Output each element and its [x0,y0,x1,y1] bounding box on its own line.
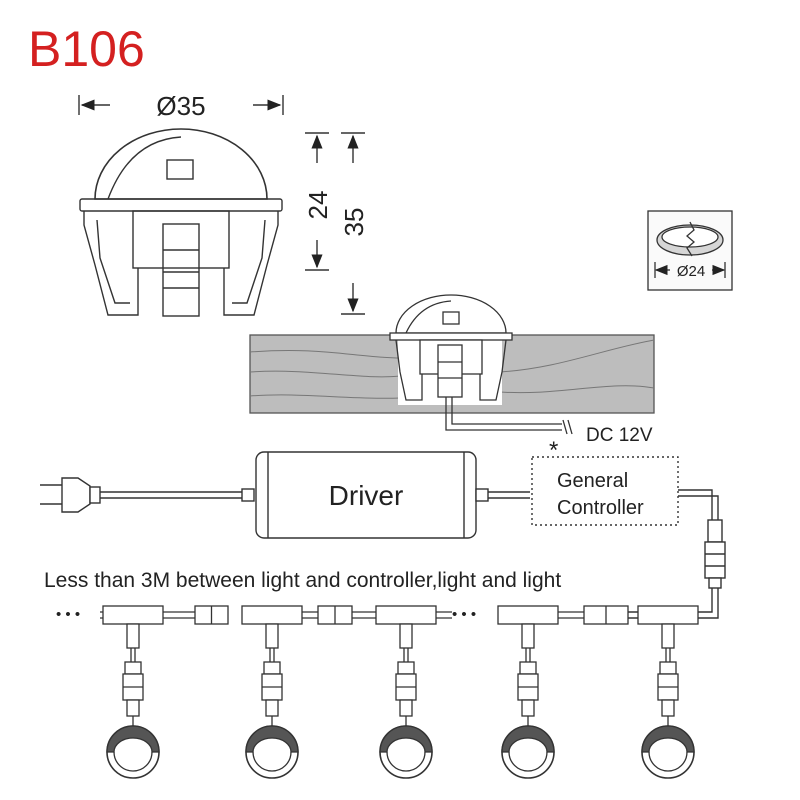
drop-connector-bottom [661,699,675,717]
left-spring-clip-inner [96,219,130,304]
tee-junction [497,605,559,625]
tee-stem [521,623,535,649]
installation-view [249,294,655,435]
driver-label: Driver [329,480,404,511]
tee-junction [102,605,164,625]
lamp-cable [445,397,562,431]
lamp-body [132,210,230,269]
controller-label-line-1: General [557,470,628,492]
driver-input-stub [241,488,255,502]
lamp-head-hood [379,725,433,753]
controller-box [531,456,679,526]
dim-35-label: 35 [339,208,369,237]
left-spring-clip [83,211,139,316]
tee-stem [661,623,675,649]
vertical-connector-body [704,541,726,579]
tee-stem [126,623,140,649]
tee-stem [265,623,279,649]
wood-grain-2 [249,370,401,378]
power-chain [40,451,726,619]
lamp-dome [94,128,268,200]
light-chain [100,605,699,779]
controller-asterisk: * [549,437,558,464]
drop-connector-top [263,661,281,675]
tee-junction [241,605,303,625]
cable-cut-1 [562,419,568,435]
drop-connector-top [659,661,677,675]
right-spring-clip-inner [232,219,266,304]
small-lamp-clip-left [395,339,423,401]
model-code: B106 [28,21,145,77]
lamp-lens-window [166,159,194,180]
drop-connector-bottom [399,699,413,717]
small-lamp-clip-right [479,339,507,401]
lamp-dome-inner [107,136,182,200]
small-lamp-flange [389,332,513,341]
controller-label-line-2: Controller [557,497,644,519]
product-drawing [78,95,365,317]
plug-grip [89,486,101,504]
lamp-head-hood [245,725,299,753]
wood-grain-3 [249,394,401,399]
lamp-head-lens [252,751,292,772]
dim-diameter-label: Ø35 [156,91,205,121]
dim-24-label: 24 [303,191,333,220]
drop-connector-top [519,661,537,675]
lamp-head-hood [106,725,160,753]
lamp-head-lens [386,751,426,772]
chain-ellipsis-middle: • • • [452,606,476,623]
lamp-head-hood [501,725,555,753]
drop-connector-top [124,661,142,675]
lamp-flange [79,198,283,212]
right-spring-clip [223,211,279,316]
drop-connector-bottom [265,699,279,717]
cutout-diameter-label: Ø24 [677,263,705,280]
lamp-head-hood [641,725,695,753]
wood-grain-4 [499,339,655,373]
power-label: DC 12V [586,425,653,446]
driver-output-stub [475,488,489,502]
lamp-connector [162,223,200,317]
tee-junction [637,605,699,625]
cutout-detail-frame [647,210,733,291]
lamp-head-lens [508,751,548,772]
lamp-head-lens [113,751,153,772]
spacing-note: Less than 3M between light and controlle… [44,569,561,592]
lamp-head-lens [648,751,688,772]
small-lamp-lens [442,311,460,325]
tee-junction [375,605,437,625]
controller-output-cable-2 [678,495,719,520]
drop-connector-bottom [126,699,140,717]
drop-connector-bottom [521,699,535,717]
cutout-detail [647,210,733,291]
chain-ellipsis-left: • • • [56,606,80,623]
controller-output-cable-1 [678,489,713,520]
cable-cut-2 [567,419,573,435]
small-lamp-dome-inner [405,300,452,334]
small-lamp-connector [437,344,463,398]
cutout-saw-mark [686,221,695,257]
lamp-cable-2 [451,397,562,425]
tee-stem [399,623,413,649]
wood-grain-5 [499,385,655,394]
cutout-hole-rim [661,226,719,248]
vertical-connector-bottom [708,577,722,589]
vertical-connector-top [707,519,723,543]
drop-connector-top [397,661,415,675]
plug-head [61,477,91,513]
